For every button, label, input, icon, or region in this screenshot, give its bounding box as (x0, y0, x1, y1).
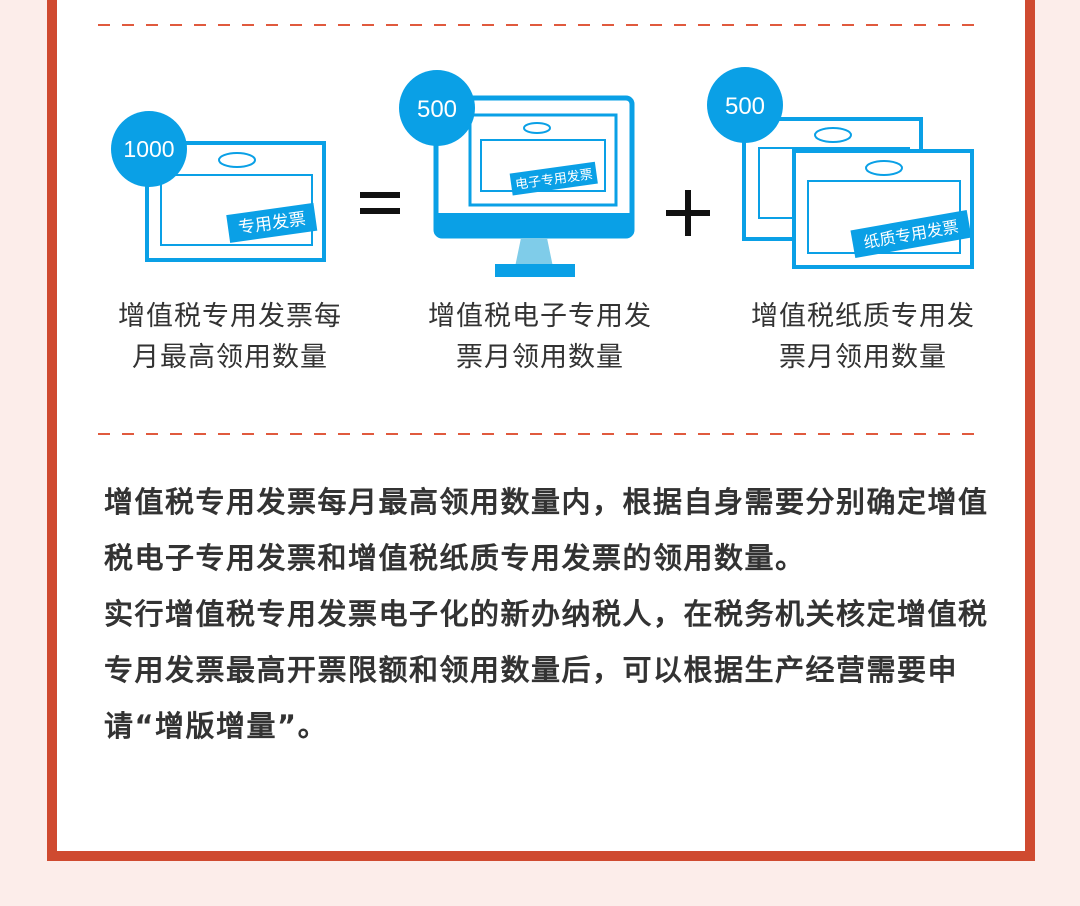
svg-text:500: 500 (417, 96, 457, 123)
explanation-text: 增值税专用发票每月最高领用数量内，根据自身需要分别确定增值税电子专用发票和增值税… (104, 474, 994, 754)
monitor-invoice-icon: 电子专用发票 500 (399, 70, 635, 277)
caption-line: 月最高领用数量 (132, 342, 328, 373)
paragraph-quota-split: 增值税专用发票每月最高领用数量内，根据自身需要分别确定增值税电子专用发票和增值税… (104, 485, 989, 575)
caption-line: 增值税专用发票每 (118, 301, 342, 332)
caption-electronic-monthly: 增值税电子专用发 票月领用数量 (405, 296, 675, 378)
caption-line: 增值税纸质专用发 (751, 301, 975, 332)
equals-sign (358, 176, 400, 226)
dashed-divider-top (98, 24, 985, 26)
svg-text:1000: 1000 (123, 136, 174, 162)
svg-text:500: 500 (725, 93, 765, 120)
invoice-icon: 专用发票 1000 (111, 111, 326, 262)
caption-paper-monthly: 增值税纸质专用发 票月领用数量 (728, 296, 998, 378)
dashed-divider-middle (98, 433, 985, 435)
caption-line: 票月领用数量 (779, 342, 947, 373)
caption-line: 票月领用数量 (456, 342, 624, 373)
caption-line: 增值税电子专用发 (428, 301, 652, 332)
plus-sign (666, 190, 710, 236)
paragraph-new-taxpayer: 实行增值税专用发票电子化的新办纳税人，在税务机关核定增值税专用发票最高开票限额和… (104, 597, 989, 743)
paper-invoices-icon: 纸质专用发票 500 (707, 67, 974, 269)
caption-total-monthly: 增值税专用发票每 月最高领用数量 (95, 296, 365, 378)
